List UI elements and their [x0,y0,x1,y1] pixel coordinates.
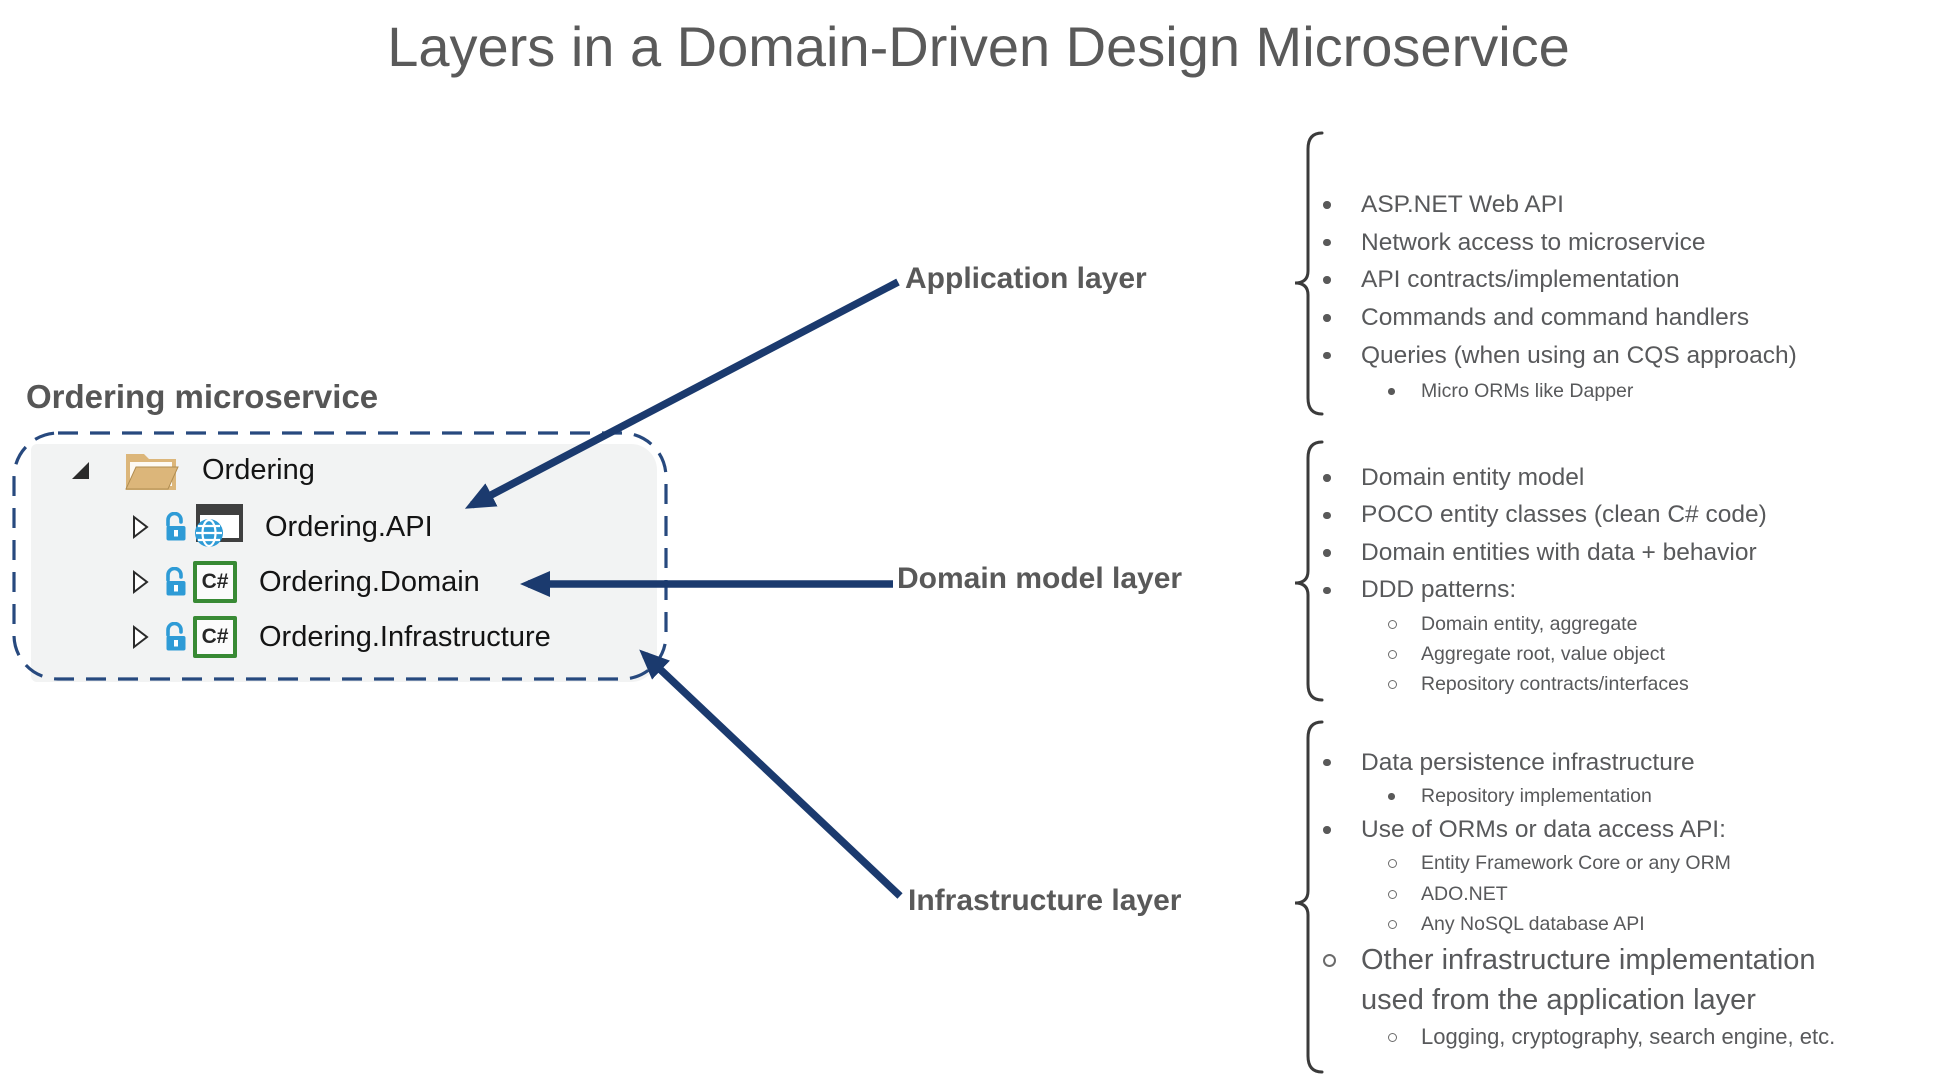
circle-bullet-icon [1388,920,1397,930]
lock-icon [166,567,186,596]
bullet-icon [1323,276,1331,284]
expander-collapsed-icon[interactable] [130,569,151,595]
brace-infrastructure [1294,720,1324,1074]
lock-icon [166,512,186,541]
page-title: Layers in a Domain-Driven Design Microse… [387,15,1570,78]
list-item: ADO.NET [1385,879,1950,910]
bullet-icon [1323,511,1331,519]
circle-bullet-icon [1323,953,1336,967]
list-item: ASP.NET Web API [1320,186,1950,224]
domain-layer-label: Domain model layer [897,562,1183,595]
list-item: Domain entities with data + behavior [1320,534,1950,572]
list-item: Aggregate root, value object [1385,639,1950,669]
list-item: Logging, cryptography, search engine, et… [1385,1020,1950,1054]
brace-application [1294,131,1324,416]
infrastructure-layer-bullets: Data persistence infrastructure Reposito… [1320,744,1950,1054]
expander-expanded-icon[interactable] [68,458,92,482]
list-item: Entity Framework Core or any ORM [1385,849,1950,880]
list-item: API contracts/implementation [1320,261,1950,299]
infrastructure-layer-label: Infrastructure layer [908,884,1182,917]
csharp-project-icon: C# [193,616,237,658]
domain-layer-bullets: Domain entity model POCO entity classes … [1320,459,1950,699]
tree-item-label[interactable]: Ordering.Domain [259,565,480,598]
list-item: Domain entity model [1320,459,1950,497]
list-item: Any NoSQL database API [1385,910,1950,941]
list-item: Other infrastructure implementation used… [1320,940,1950,1020]
tree-item-ordering[interactable]: Ordering [68,446,315,494]
list-item: Repository implementation [1385,781,1950,812]
bullet-icon [1323,474,1331,482]
csharp-icon-label: C# [201,625,229,648]
arrow-infrastructure [639,649,903,899]
bullet-icon [1323,314,1331,322]
bullet-icon [1323,238,1331,247]
csharp-icon-label: C# [201,570,229,593]
bullet-icon [1388,388,1395,395]
list-item: Domain entity, aggregate [1385,609,1950,639]
tree-item-label[interactable]: Ordering [202,453,315,486]
list-item: Queries (when using an CQS approach) [1320,337,1950,375]
expander-collapsed-icon[interactable] [130,514,151,540]
tree-item-ordering-api[interactable]: Ordering.API [130,503,433,551]
bullet-icon [1323,351,1331,360]
list-item: DDD patterns: [1320,572,1950,610]
web-project-icon [195,504,243,548]
circle-bullet-icon [1388,649,1397,659]
bullet-icon [1323,549,1331,557]
tree-item-label[interactable]: Ordering.Infrastructure [259,620,551,653]
circle-bullet-icon [1388,679,1397,689]
bullet-icon [1323,826,1331,834]
bullet-icon [1323,201,1331,209]
tree-item-ordering-infrastructure[interactable]: C# Ordering.Infrastructure [130,613,551,661]
list-item: Network access to microservice [1320,224,1950,262]
list-item: Commands and command handlers [1320,299,1950,337]
tree-item-ordering-domain[interactable]: C# Ordering.Domain [130,558,480,606]
list-item: Repository contracts/interfaces [1385,669,1950,699]
bullet-icon [1323,758,1331,767]
list-item: Micro ORMs like Dapper [1385,374,1950,408]
application-layer-bullets: ASP.NET Web API Network access to micros… [1320,186,1950,408]
list-item: Use of ORMs or data access API: [1320,812,1950,849]
lock-icon [166,622,186,651]
list-item: Data persistence infrastructure [1320,744,1950,781]
list-item: POCO entity classes (clean C# code) [1320,497,1950,535]
application-layer-label: Application layer [905,262,1147,295]
circle-bullet-icon [1388,889,1397,899]
brace-domain [1294,440,1324,702]
circle-bullet-icon [1388,619,1397,629]
bullet-icon [1388,793,1395,800]
circle-bullet-icon [1388,859,1397,869]
bullet-icon [1323,586,1331,594]
expander-collapsed-icon[interactable] [130,624,151,650]
tree-item-label[interactable]: Ordering.API [265,510,433,543]
circle-bullet-icon [1388,1032,1397,1042]
solution-heading: Ordering microservice [26,378,379,415]
csharp-project-icon: C# [193,561,237,603]
open-folder-icon [125,454,179,490]
